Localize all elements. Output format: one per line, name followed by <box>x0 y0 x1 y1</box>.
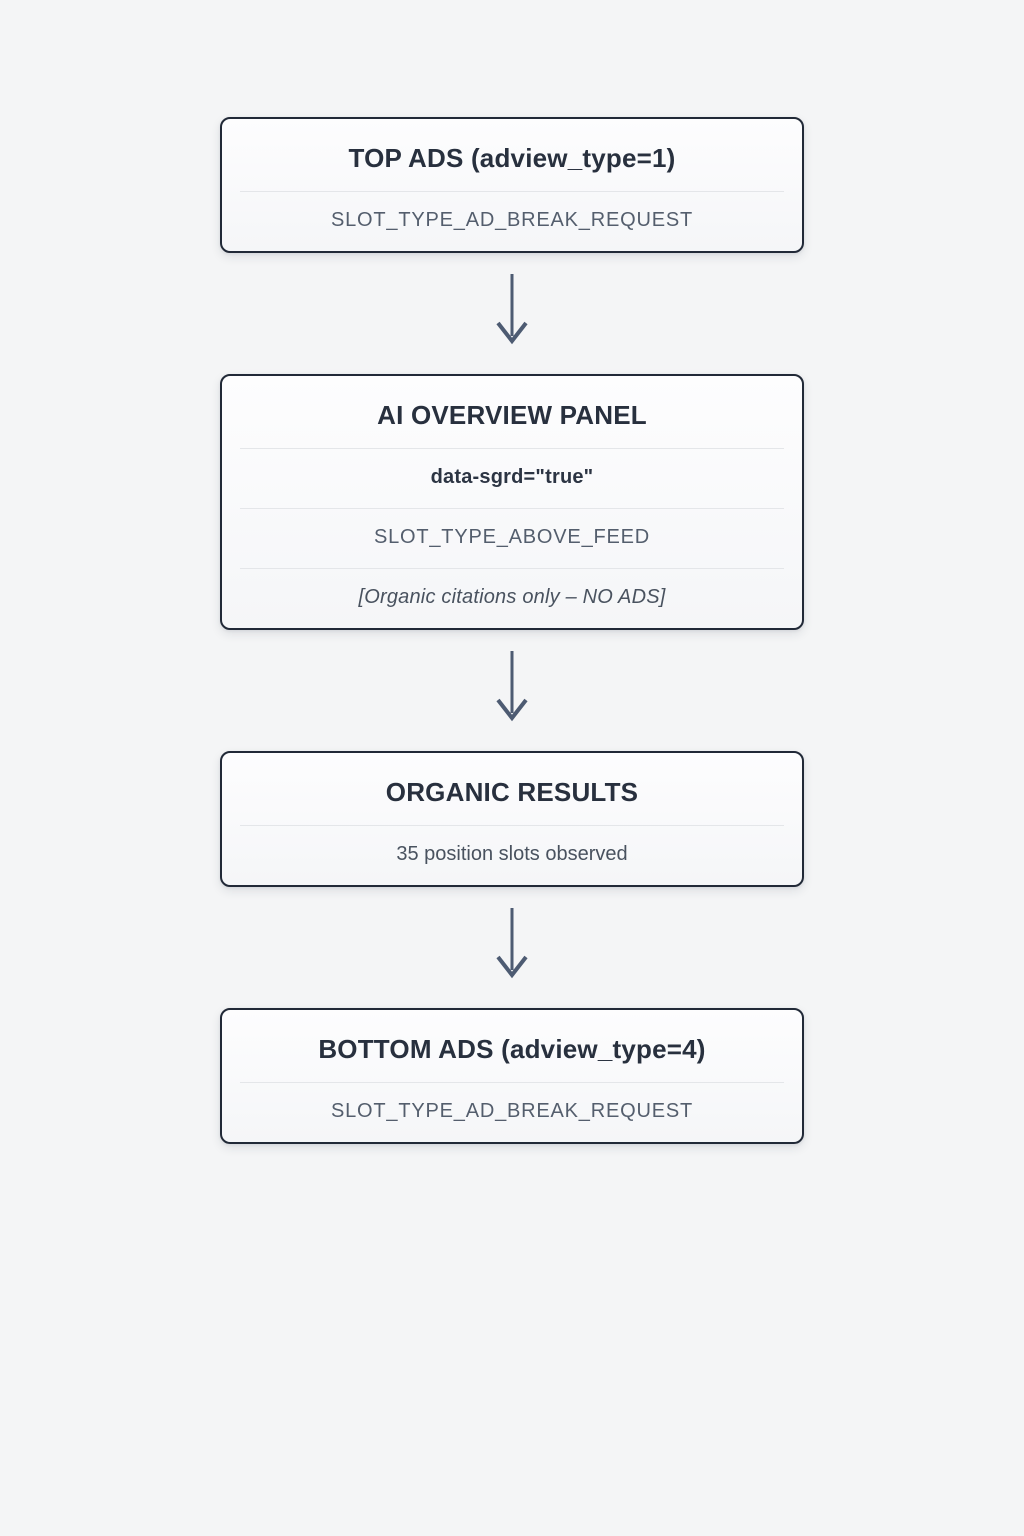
divider <box>240 191 784 192</box>
flow-node-row: SLOT_TYPE_AD_BREAK_REQUEST <box>330 209 694 231</box>
divider <box>240 508 784 509</box>
arrow-down-icon <box>496 273 528 344</box>
flow-node-row: [Organic citations only – NO ADS] <box>358 586 666 608</box>
divider <box>240 825 784 826</box>
flow-node-row: SLOT_TYPE_ABOVE_FEED <box>373 526 651 548</box>
flow-node-organic-results: ORGANIC RESULTS 35 position slots observ… <box>220 751 804 887</box>
flow-arrow <box>494 253 530 374</box>
flow-node-title: ORGANIC RESULTS <box>385 777 639 807</box>
flowchart: TOP ADS (adview_type=1) SLOT_TYPE_AD_BRE… <box>220 117 804 1144</box>
flow-node-title: BOTTOM ADS (adview_type=4) <box>318 1034 706 1064</box>
flow-arrow <box>494 630 530 751</box>
flow-node-top-ads: TOP ADS (adview_type=1) SLOT_TYPE_AD_BRE… <box>220 117 804 253</box>
flow-node-row: SLOT_TYPE_AD_BREAK_REQUEST <box>330 1100 694 1122</box>
divider <box>240 568 784 569</box>
divider <box>240 1082 784 1083</box>
flow-node-bottom-ads: BOTTOM ADS (adview_type=4) SLOT_TYPE_AD_… <box>220 1008 804 1144</box>
divider <box>240 448 784 449</box>
flow-node-row: 35 position slots observed <box>396 843 628 865</box>
flow-node-title: AI OVERVIEW PANEL <box>377 400 647 430</box>
flow-arrow <box>494 887 530 1008</box>
flow-node-row: data-sgrd="true" <box>430 466 594 488</box>
arrow-down-icon <box>496 650 528 721</box>
flow-node-ai-overview-panel: AI OVERVIEW PANEL data-sgrd="true" SLOT_… <box>220 374 804 630</box>
flow-node-title: TOP ADS (adview_type=1) <box>348 143 676 173</box>
arrow-down-icon <box>496 907 528 978</box>
